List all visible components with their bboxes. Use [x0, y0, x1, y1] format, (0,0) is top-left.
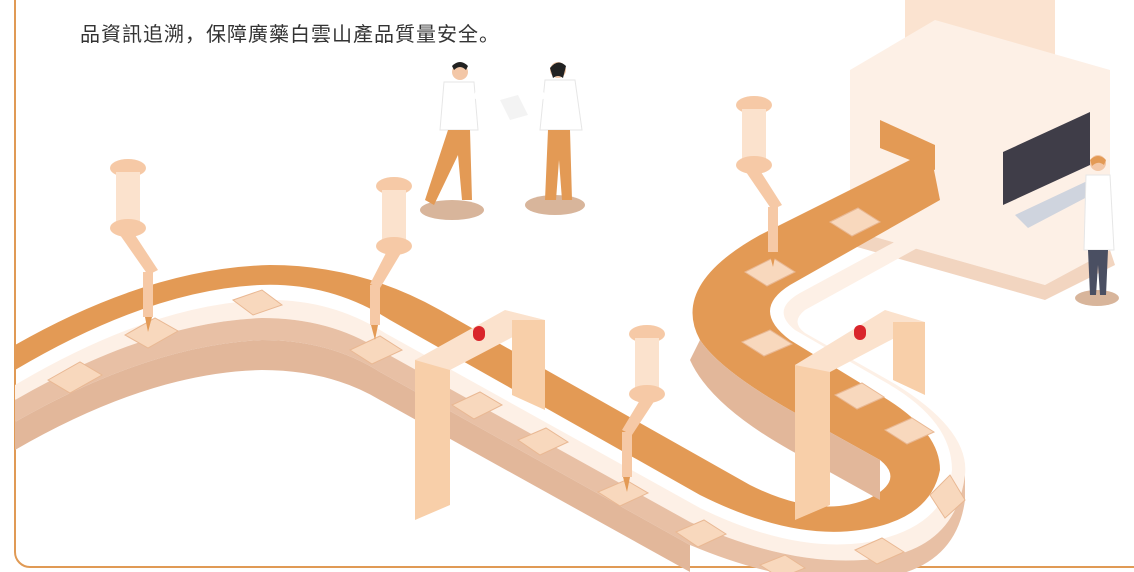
product-box-icon — [833, 382, 886, 410]
product-box-icon — [450, 391, 504, 420]
alert-light-icon — [473, 326, 485, 341]
inspection-gate — [795, 310, 925, 520]
product-box-icon — [828, 207, 882, 237]
intro-caption: 品資訊追溯，保障廣藥白雲山產品質量安全。 — [80, 22, 500, 46]
product-box-icon — [46, 361, 104, 394]
product-box-icon — [883, 417, 936, 445]
scientist-icon — [420, 62, 507, 220]
robot-arm-icon — [370, 177, 412, 340]
product-box-icon — [758, 554, 807, 572]
robot-arm-icon — [622, 325, 665, 492]
scientist-icon — [500, 62, 585, 215]
product-box-icon — [674, 519, 728, 548]
product-box-icon — [740, 329, 794, 357]
alert-light-icon — [854, 325, 866, 340]
content-frame — [14, 0, 1134, 568]
product-box-icon — [231, 289, 284, 316]
scientist-icon — [1075, 155, 1119, 306]
product-box-icon — [123, 317, 180, 349]
robot-arm-icon — [110, 159, 158, 332]
product-box-icon — [853, 537, 906, 565]
product-box-icon — [596, 479, 650, 507]
product-box-icon — [348, 335, 404, 365]
product-box-icon — [929, 474, 966, 519]
product-box-icon — [516, 427, 570, 456]
robot-arm-icon — [736, 96, 782, 267]
product-box-icon — [743, 257, 797, 287]
